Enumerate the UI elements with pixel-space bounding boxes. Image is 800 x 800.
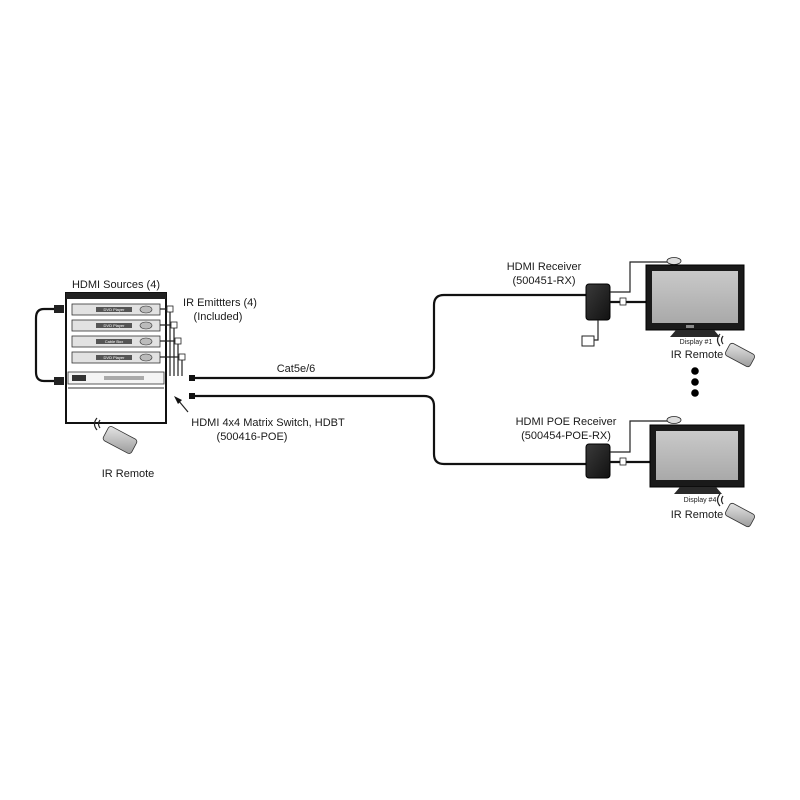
display-4-label: Display #4 — [684, 497, 717, 504]
hdmi-connector-bottom — [54, 377, 64, 385]
receiver-1-label-line2: (500451-RX) — [513, 275, 576, 287]
receiver-2-label-line1: HDMI POE Receiver — [516, 416, 617, 428]
rack-top-bar — [66, 293, 166, 299]
source-device-2: DVD Player — [71, 319, 161, 332]
source-device-3: Cable Box — [71, 335, 161, 348]
cable-label: Cat5e/6 — [277, 363, 316, 375]
ir-remote-display-1-icon — [716, 333, 755, 368]
matrix-switch-pointer — [174, 396, 189, 413]
ir-remote-display-4-label: IR Remote — [671, 509, 724, 521]
ir-emitters-label-line1: IR Emittters (4) — [183, 297, 257, 309]
ir-emitter-wires — [160, 305, 186, 376]
receiver-1-ir-wire — [610, 261, 668, 293]
display-1-label: Display #1 — [680, 339, 713, 346]
matrix-switch-label-line1: HDMI 4x4 Matrix Switch, HDBT — [191, 417, 345, 429]
source-device-label: DVD Player — [104, 323, 126, 328]
ir-receiver-sensor-2 — [666, 416, 682, 424]
ir-remote-source-label: IR Remote — [102, 468, 155, 480]
display-4-stand — [674, 487, 722, 494]
hdmi-poe-receiver-2 — [585, 416, 682, 479]
ir-emitters-label-line2: (Included) — [194, 311, 243, 323]
cat5e-cable-to-receiver-1 — [190, 293, 588, 380]
matrix-switch-unit — [67, 371, 165, 389]
hdmi-connector-top — [54, 305, 64, 313]
receiver-1-label-line1: HDMI Receiver — [507, 261, 582, 273]
receiver-2-label-line2: (500454-POE-RX) — [521, 430, 611, 442]
hdmi-loop-cable — [34, 307, 62, 383]
equipment-rack: DVD Player DVD Player Cable Box DVD Play… — [34, 292, 186, 424]
display-4 — [649, 424, 745, 494]
ir-remote-display-4-icon — [716, 493, 755, 528]
ir-remote-source-icon — [93, 417, 138, 454]
ir-remote-display-1-label: IR Remote — [671, 349, 724, 361]
power-adapter-icon — [581, 335, 595, 347]
source-device-label: DVD Player — [104, 307, 126, 312]
matrix-switch-label-line2: (500416-POE) — [217, 431, 288, 443]
rj45-port-2 — [189, 393, 195, 399]
display-1 — [645, 264, 745, 337]
source-device-4: DVD Player — [71, 351, 161, 364]
hdmi-sources-label: HDMI Sources (4) — [72, 279, 160, 291]
source-device-1: DVD Player — [71, 303, 161, 316]
cat5e-cable-to-receiver-2 — [190, 394, 588, 466]
more-displays-ellipsis — [691, 367, 699, 397]
source-device-label: Cable Box — [105, 339, 123, 344]
source-device-label: DVD Player — [104, 355, 126, 360]
display-1-stand — [670, 330, 720, 337]
receiver-2-ir-wire — [610, 420, 668, 453]
ir-receiver-sensor-1 — [666, 257, 682, 265]
hdmi-receiver-1 — [581, 257, 682, 347]
rj45-port-1 — [189, 375, 195, 381]
